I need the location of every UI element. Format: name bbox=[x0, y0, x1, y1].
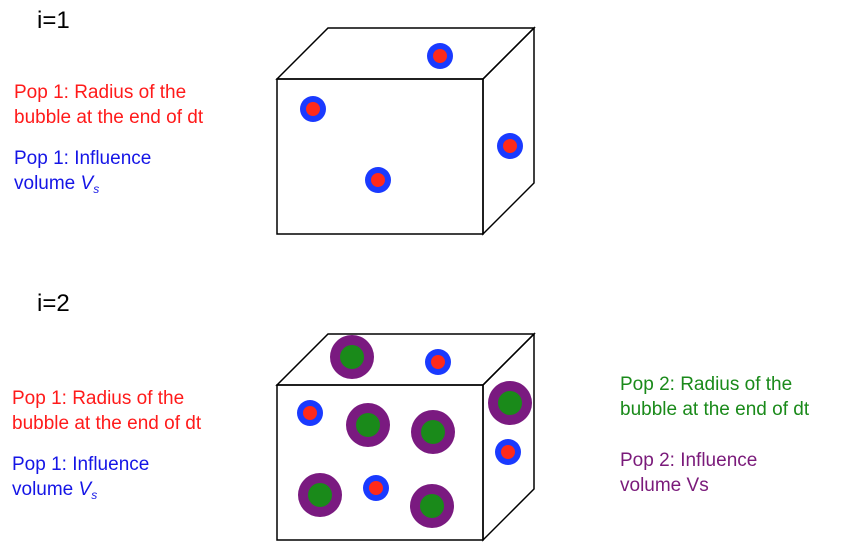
cube-i1 bbox=[275, 26, 536, 236]
cube-side-face bbox=[482, 26, 535, 236]
pop2-bubbles-i2 bbox=[298, 335, 532, 528]
pop1-volume-legend-i1: Pop 1: Influence volume Vs bbox=[14, 146, 151, 202]
legend-text: volume bbox=[14, 173, 81, 194]
pop1-bubble-circle bbox=[369, 481, 383, 495]
volume-symbol: V bbox=[80, 173, 94, 194]
legend-line: volume Vs bbox=[14, 171, 151, 202]
cube-top-face bbox=[275, 27, 536, 80]
pop1-bubble-circle bbox=[503, 139, 517, 153]
stage-label-i1: i=1 bbox=[37, 7, 70, 34]
cube-top-face bbox=[275, 333, 536, 386]
pop1-bubbles-i1 bbox=[300, 43, 523, 193]
legend-line: bubble at the end of dt bbox=[14, 107, 204, 128]
legend-line: bubble at the end of dt bbox=[12, 413, 202, 434]
legend-line: Pop 2: Influence bbox=[620, 450, 758, 471]
pop2-bubble-circle bbox=[420, 494, 444, 518]
volume-subscript: s bbox=[91, 488, 98, 502]
legend-line: Pop 1: Influence bbox=[12, 454, 150, 475]
legend-line: bubble at the end of dt bbox=[620, 399, 810, 420]
cube-side-face bbox=[482, 332, 535, 542]
pop1-bubble-circle bbox=[433, 49, 447, 63]
volume-subscript: s bbox=[93, 182, 100, 196]
pop2-bubble-circle bbox=[308, 483, 332, 507]
legend-line: volume Vs bbox=[12, 477, 149, 508]
legend-line: Pop 1: Influence bbox=[14, 148, 152, 169]
pop1-volume-legend-i2: Pop 1: Influence volume Vs bbox=[12, 452, 149, 508]
pop1-bubble-circle bbox=[371, 173, 385, 187]
legend-text: volume bbox=[12, 479, 79, 500]
pop2-bubble-circle bbox=[340, 345, 364, 369]
volume-symbol: V bbox=[78, 479, 92, 500]
pop2-bubble-circle bbox=[498, 391, 522, 415]
stage-label-i2: i=2 bbox=[37, 290, 70, 317]
pop2-radius-legend-i2: Pop 2: Radius of the bubble at the end o… bbox=[620, 372, 809, 422]
legend-line: Pop 1: Radius of the bbox=[12, 388, 185, 409]
pop2-bubble-circle bbox=[356, 413, 380, 437]
pop1-bubble-circle bbox=[306, 102, 320, 116]
pop2-bubble-circle bbox=[421, 420, 445, 444]
legend-line: Pop 1: Radius of the bbox=[14, 82, 187, 103]
legend-line: volume Vs bbox=[620, 475, 709, 496]
pop1-bubble-circle bbox=[501, 445, 515, 459]
cube-i2 bbox=[275, 332, 536, 542]
legend-line: Pop 2: Radius of the bbox=[620, 374, 793, 395]
pop1-bubble-circle bbox=[431, 355, 445, 369]
pop1-bubble-circle bbox=[303, 406, 317, 420]
pop1-bubbles-i2 bbox=[297, 349, 521, 501]
pop1-radius-legend-i1: Pop 1: Radius of the bubble at the end o… bbox=[14, 80, 203, 130]
pop1-radius-legend-i2: Pop 1: Radius of the bubble at the end o… bbox=[12, 386, 201, 436]
pop2-volume-legend-i2: Pop 2: Influence volume Vs bbox=[620, 448, 757, 498]
